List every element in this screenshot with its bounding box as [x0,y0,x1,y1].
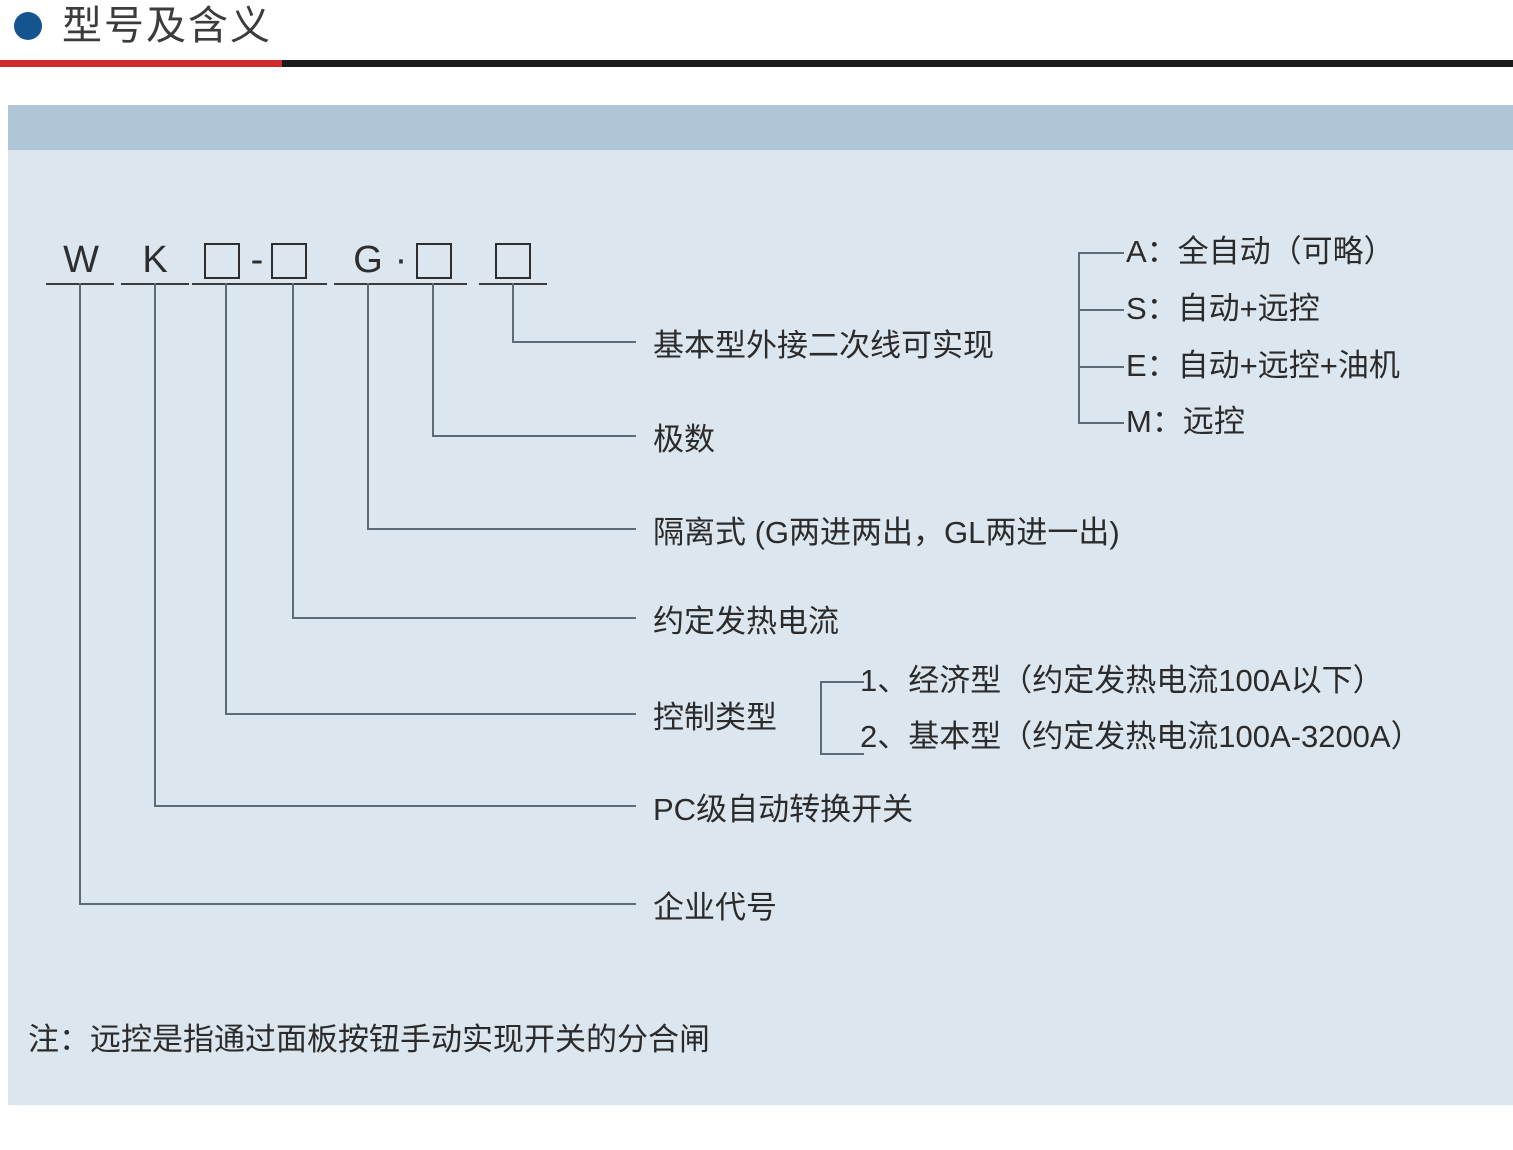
function-option-s: S：自动+远控 [1126,291,1320,326]
code-segment-w: W [63,239,99,281]
function-options-tick-a [1078,252,1124,254]
code-segment-dash: - [250,239,264,281]
control-type-option-1: 1、经济型（约定发热电流100A以下） [860,663,1384,698]
function-options-bracket-spine [1078,252,1080,422]
callout-label-isolation-type: 隔离式 (G两进两出，GL两进一出) [653,515,1120,550]
function-option-a: A：全自动（可略） [1126,234,1395,269]
leader-stem-5 [367,283,369,528]
leader-arm-7 [512,341,636,343]
callout-label-basic-type-secondary-wire: 基本型外接二次线可实现 [653,328,994,363]
control-type-bracket-spine [820,681,822,755]
function-options-tick-e [1078,366,1124,368]
control-type-bracket-tick-1 [820,681,864,683]
panel-top-band [8,105,1513,150]
leader-stem-4 [292,283,294,617]
leader-stem-2 [154,283,156,805]
code-segment-dot: · [394,239,408,281]
code-segment-g: G [353,239,383,281]
header-rule-red [0,60,282,67]
leader-arm-2 [154,805,636,807]
leader-arm-4 [292,617,636,619]
header-rule-dark [0,60,1513,67]
leader-arm-3 [225,713,636,715]
code-segment-box-1 [204,243,240,279]
code-segment-box-4 [495,243,531,279]
callout-label-pc-class-ats: PC级自动转换开关 [653,792,914,827]
bullet-dot-icon [14,12,42,40]
leader-stem-6 [432,283,434,435]
callout-label-control-type: 控制类型 [653,700,777,735]
footnote-text: 注：远控是指通过面板按钮手动实现开关的分合闸 [28,1022,710,1057]
code-segment-box-3 [416,243,452,279]
leader-stem-1 [79,283,81,903]
callout-label-enterprise-code: 企业代号 [653,890,777,925]
leader-arm-6 [432,435,636,437]
function-option-e: E：自动+远控+油机 [1126,348,1400,383]
code-segment-box-2 [271,243,307,279]
page-header: 型号及含义 [0,0,1513,88]
callout-label-pole-count: 极数 [653,422,715,457]
leader-stem-7 [512,283,514,341]
page-title: 型号及含义 [62,4,272,48]
leader-stem-3 [225,283,227,713]
function-options-tick-s [1078,309,1124,311]
function-options-tick-m [1078,422,1124,424]
function-option-m: M：远控 [1126,404,1245,439]
leader-arm-1 [79,903,636,905]
diagram-panel: W K - G · 基本型外接二次线可实现 极数 隔离式 (G两进两出，GL两进… [8,105,1513,1105]
leader-arm-5 [367,528,636,530]
callout-label-rated-thermal-current: 约定发热电流 [653,604,839,639]
control-type-option-2: 2、基本型（约定发热电流100A-3200A） [860,719,1422,754]
code-segment-k: K [142,239,168,281]
control-type-bracket-tick-2 [820,753,864,755]
